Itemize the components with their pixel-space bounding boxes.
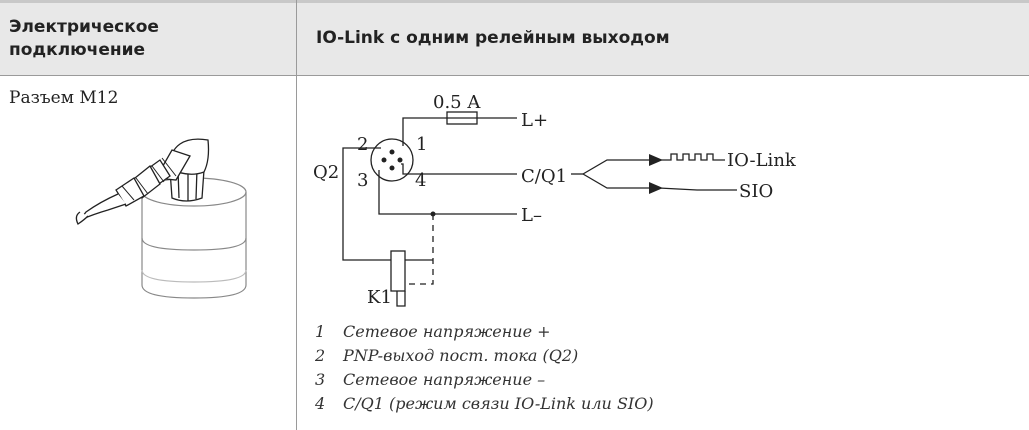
label-io-link: IO-Link [727,150,797,171]
legend-item: 1 Сетевое напряжение + [315,320,654,344]
legend-text: C/Q1 (режим связи IO-Link или SIO) [343,394,654,413]
legend-text: Сетевое напряжение + [343,322,551,341]
pin-label-2: 2 [357,134,368,155]
pin-label-3: 3 [357,170,368,191]
label-l-plus: L+ [521,110,548,131]
legend-number: 3 [315,370,326,389]
header-connection: Электрическое подключение [9,17,159,60]
label-cq1: C/Q1 [521,166,567,187]
legend-number: 1 [315,322,326,341]
connector-symbol [370,138,414,182]
label-l-minus: L– [521,205,542,226]
m12-connector-illustration [75,138,247,299]
header-cell-connection [0,0,296,76]
legend-item: 4 C/Q1 (режим связи IO-Link или SIO) [315,392,654,416]
legend-number: 2 [315,346,326,365]
connector-label: Разъем M12 [9,88,119,108]
label-q2: Q2 [313,162,339,183]
legend-text: PNP-выход пост. тока (Q2) [343,346,579,365]
header-cell-io-link [297,0,1029,76]
legend-item: 3 Сетевое напряжение – [315,368,654,392]
wiring-diagram: 0.5 A L+ L– C/Q1 Q2 K1 IO-Link SIO 1 2 3… [313,92,797,308]
relay-coil [390,250,406,292]
pin-label-4: 4 [415,170,426,191]
label-sio: SIO [739,181,773,202]
legend-item: 2 PNP-выход пост. тока (Q2) [315,344,654,368]
header-io-link: IO-Link с одним релейным выходом [316,28,670,48]
pin-legend: 1 Сетевое напряжение + 2 PNP-выход пост.… [315,320,654,416]
fuse-label: 0.5 A [433,92,481,113]
label-k1: K1 [367,287,392,308]
pin-label-1: 1 [416,134,427,155]
legend-number: 4 [315,394,326,413]
column-divider [296,0,297,430]
legend-text: Сетевое напряжение – [343,370,546,389]
